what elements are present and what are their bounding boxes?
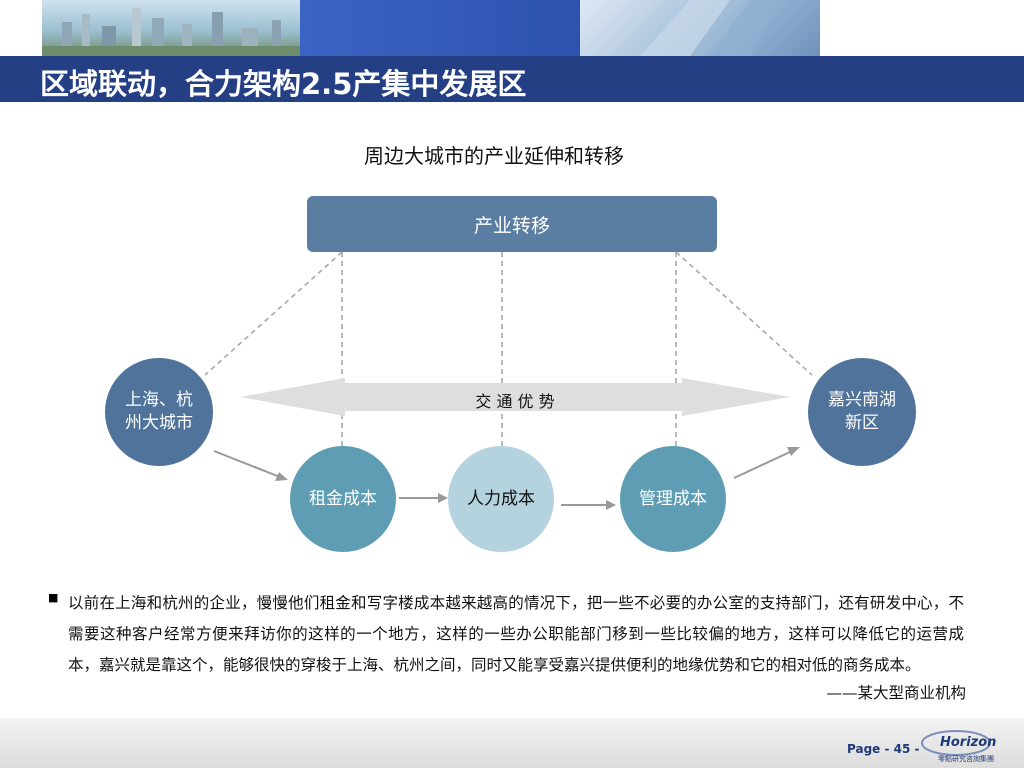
page-number: Page - 45 -: [847, 742, 920, 756]
header-image-building: [580, 0, 820, 56]
header-image-city: [42, 0, 300, 56]
industry-transfer-box: 产业转移: [307, 196, 717, 252]
rent-cost-circle: 租金成本: [290, 446, 396, 552]
page-title: 区域联动，合力架构2.5产集中发展区: [40, 67, 527, 101]
labor-cost-circle: 人力成本: [448, 446, 554, 552]
horizon-logo-icon: [921, 730, 991, 756]
footer-bar: [0, 718, 1024, 768]
header-band-blue: [300, 0, 580, 56]
circle-line: 嘉兴南湖: [828, 390, 896, 411]
logo-text: Horizon: [940, 735, 997, 750]
logo-subtext: 零點研究咨詢集團: [938, 755, 994, 763]
circle-line: 新区: [845, 413, 879, 433]
jiaxing-nanhu-circle: 嘉兴南湖新区: [808, 358, 916, 466]
bullet-icon: ■: [48, 591, 59, 604]
circle-line: 州大城市: [125, 413, 193, 433]
shanghai-hangzhou-circle: 上海、杭州大城市: [105, 358, 213, 466]
double-arrow-shape: [240, 378, 790, 416]
title-bar: 区域联动，合力架构2.5产集中发展区: [0, 56, 1024, 102]
traffic-advantage-label: 交 通 优 势: [475, 392, 555, 411]
circle-line: 上海、杭: [125, 390, 193, 411]
diagram-subtitle: 周边大城市的产业延伸和转移: [364, 144, 624, 168]
management-cost-circle: 管理成本: [620, 446, 726, 552]
body-paragraph: 以前在上海和杭州的企业，慢慢他们租金和写字楼成本越来越高的情况下，把一些不必要的…: [68, 594, 964, 674]
source-attribution: ——某大型商业机构: [826, 684, 966, 702]
